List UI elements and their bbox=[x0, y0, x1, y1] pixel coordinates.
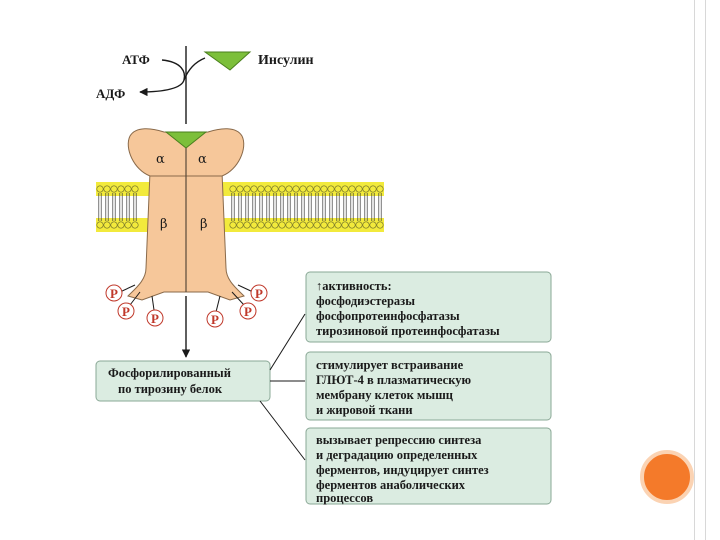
lipid-head bbox=[334, 185, 342, 193]
lipid-head bbox=[313, 185, 321, 193]
phospho-4: P bbox=[255, 286, 263, 301]
phospho-6: P bbox=[211, 312, 219, 327]
lipid-head bbox=[250, 185, 258, 193]
lipid-head bbox=[292, 185, 300, 193]
lipid-head bbox=[110, 185, 118, 193]
lipid-head bbox=[285, 221, 293, 229]
lipid-head bbox=[257, 185, 265, 193]
lipid-head bbox=[124, 221, 132, 229]
lipid-head bbox=[285, 185, 293, 193]
repression-line-1: вызывает репрессию синтеза bbox=[316, 433, 482, 447]
lipid-head bbox=[369, 185, 377, 193]
lipid-head bbox=[117, 221, 125, 229]
lipid-head bbox=[243, 221, 251, 229]
glut-line-3: мембрану клеток мышц bbox=[316, 388, 453, 402]
activity-line-4: тирозиновой протеинфосфатазы bbox=[316, 324, 500, 338]
cell-membrane bbox=[96, 182, 384, 232]
lipid-head bbox=[348, 221, 356, 229]
insulin-binding-line bbox=[183, 57, 206, 81]
lipid-head bbox=[96, 185, 104, 193]
lipid-head bbox=[236, 221, 244, 229]
lipid-head bbox=[243, 185, 251, 193]
lipid-head bbox=[271, 221, 279, 229]
lipid-head bbox=[306, 185, 314, 193]
insulin-label: Инсулин bbox=[258, 53, 314, 68]
connector-activity bbox=[269, 313, 306, 371]
lipid-head bbox=[131, 221, 139, 229]
lipid-head bbox=[110, 221, 118, 229]
lipid-head bbox=[320, 185, 328, 193]
repression-line-3: ферментов, индуцирует синтез bbox=[316, 463, 489, 477]
slide-border bbox=[694, 0, 706, 540]
connector-repression bbox=[259, 400, 306, 461]
lipid-head bbox=[341, 185, 349, 193]
lipid-head bbox=[131, 185, 139, 193]
phospho-3: P bbox=[151, 311, 159, 326]
lipid-head bbox=[229, 185, 237, 193]
phosphate-groups: P P P P P P bbox=[105, 284, 268, 328]
lipid-head bbox=[103, 221, 111, 229]
lipid-head bbox=[124, 185, 132, 193]
lipid-head bbox=[362, 221, 370, 229]
repression-line-2: и деградацию определенных bbox=[316, 448, 478, 462]
lipid-head bbox=[250, 221, 258, 229]
lipid-head bbox=[96, 221, 104, 229]
lipid-head bbox=[376, 221, 384, 229]
beta-right-label: β bbox=[200, 217, 208, 232]
lipid-head bbox=[327, 221, 335, 229]
lipid-head bbox=[376, 185, 384, 193]
lipid-head bbox=[327, 185, 335, 193]
lipid-head bbox=[313, 221, 321, 229]
lipid-head bbox=[278, 185, 286, 193]
glut-line-1: стимулирует встраивание bbox=[316, 358, 464, 372]
lipid-head bbox=[355, 221, 363, 229]
glut-line-2: ГЛЮТ-4 в плазматическую bbox=[316, 373, 471, 387]
repression-line-5: процессов bbox=[316, 491, 373, 505]
atp-label: АТФ bbox=[122, 52, 150, 67]
lipid-head bbox=[278, 221, 286, 229]
insulin-receptor bbox=[127, 128, 245, 301]
adp-label: АДФ bbox=[96, 86, 125, 101]
lipid-head bbox=[341, 221, 349, 229]
activity-line-1: ↑активность: bbox=[316, 279, 392, 293]
lipid-head bbox=[299, 185, 307, 193]
lipid-head bbox=[299, 221, 307, 229]
alpha-left-label: α bbox=[156, 152, 165, 167]
lipid-head bbox=[236, 185, 244, 193]
lipid-head bbox=[229, 221, 237, 229]
lipid-head bbox=[355, 185, 363, 193]
repression-line-4: ферментов анаболических bbox=[316, 478, 466, 492]
phospho-5: P bbox=[244, 304, 252, 319]
phosphorylated-line-2: по тирозину белок bbox=[118, 382, 223, 396]
lipid-head bbox=[306, 221, 314, 229]
alpha-right-label: α bbox=[198, 152, 207, 167]
lipid-head bbox=[257, 221, 265, 229]
lipid-head bbox=[369, 221, 377, 229]
glut-line-4: и жировой ткани bbox=[316, 403, 413, 417]
activity-line-2: фосфодиэстеразы bbox=[316, 294, 415, 308]
lipid-head bbox=[264, 221, 272, 229]
lipid-head bbox=[117, 185, 125, 193]
phosphorylated-line-1: Фосфорилированный bbox=[108, 366, 231, 380]
lipid-head bbox=[348, 185, 356, 193]
lipid-head bbox=[264, 185, 272, 193]
beta-left-label: β bbox=[160, 217, 168, 232]
lipid-head bbox=[292, 221, 300, 229]
activity-line-3: фосфопротеинфосфатазы bbox=[316, 309, 460, 323]
insulin-molecule bbox=[203, 51, 252, 71]
lipid-head bbox=[362, 185, 370, 193]
phospho-2: P bbox=[122, 304, 130, 319]
activity-box bbox=[305, 271, 552, 343]
decorative-circle bbox=[640, 450, 694, 504]
glut-box bbox=[305, 351, 552, 421]
lipid-head bbox=[103, 185, 111, 193]
lipid-head bbox=[320, 221, 328, 229]
repression-box bbox=[305, 427, 552, 505]
lipid-head bbox=[271, 185, 279, 193]
lipid-head bbox=[334, 221, 342, 229]
phospho-1: P bbox=[110, 286, 118, 301]
